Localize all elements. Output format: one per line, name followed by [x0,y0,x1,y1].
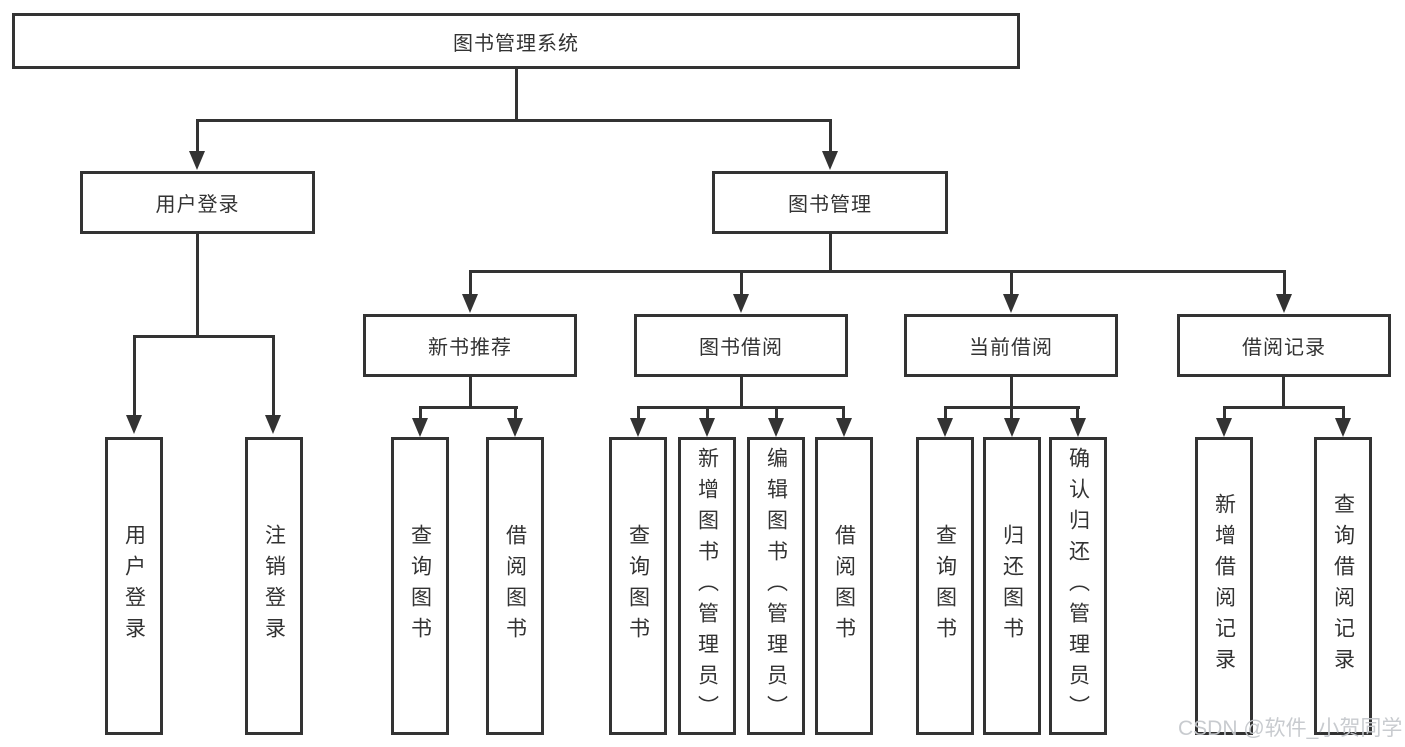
connector-level3-branch [469,270,1286,273]
leaf-records-query-borrow-record: 查询借阅记录 [1314,437,1372,735]
leaf-current-return-books: 归还图书 [983,437,1041,735]
arrow-down-icon [937,418,953,437]
connector-shaft [514,409,517,418]
arrow-down-icon [1003,294,1019,313]
connector-shaft [1010,273,1013,294]
arrow-down-icon [1216,418,1232,437]
arrow-down-icon [822,151,838,170]
leaf-user-login: 用户登录 [105,437,163,735]
leaf-current-query-books: 查询图书 [916,437,974,735]
leaf-newbooks-borrow-books: 借阅图书 [486,437,544,735]
arrow-down-icon [1004,418,1020,437]
leaf-borrowing-add-books-admin: 新增图书（管理员） [678,437,736,735]
connector-user-login-branch [133,335,275,338]
node-current-borrowing: 当前借阅 [904,314,1118,377]
connector-shaft [775,409,778,418]
connector-shaft [1076,409,1079,418]
connector-shaft [1283,273,1286,294]
connector-shaft [740,273,743,294]
arrow-down-icon [189,151,205,170]
arrow-down-icon [507,418,523,437]
node-book-borrowing: 图书借阅 [634,314,848,377]
arrow-down-icon [1276,294,1292,313]
node-book-management: 图书管理 [712,171,948,234]
connector-shaft [1010,409,1013,418]
connector-root-stem [515,69,518,121]
connector-group-stem [1010,377,1013,408]
connector-group-branch [419,406,518,409]
connector-shaft [469,273,472,294]
leaf-newbooks-query-books: 查询图书 [391,437,449,735]
leaf-logout-login: 注销登录 [245,437,303,735]
arrow-down-icon [768,418,784,437]
connector-group-stem [469,377,472,408]
arrow-down-icon [126,415,142,434]
connector-group-stem [1282,377,1285,408]
connector-shaft [272,338,275,415]
leaf-current-confirm-return-admin: 确认归还（管理员） [1049,437,1107,735]
arrow-down-icon [836,418,852,437]
arrow-down-icon [1335,418,1351,437]
connector-shaft [1223,409,1226,418]
node-new-book-recommendation: 新书推荐 [363,314,577,377]
leaf-records-add-borrow-record: 新增借阅记录 [1195,437,1253,735]
leaf-borrowing-borrow-books: 借阅图书 [815,437,873,735]
node-user-login: 用户登录 [80,171,315,234]
arrow-down-icon [733,294,749,313]
node-library-system: 图书管理系统 [12,13,1020,69]
connector-shaft [706,409,709,418]
connector-group-branch [944,406,1080,409]
leaf-borrowing-query-books: 查询图书 [609,437,667,735]
node-borrowing-records: 借阅记录 [1177,314,1391,377]
connector-user-login-stem [196,234,199,338]
connector-shaft [196,121,199,151]
connector-shaft [637,409,640,418]
connector-shaft [842,409,845,418]
connector-shaft [944,409,947,418]
connector-level1-branch [196,119,832,122]
leaf-borrowing-edit-books-admin: 编辑图书（管理员） [747,437,805,735]
connector-shaft [829,121,832,151]
connector-shaft [419,409,422,418]
connector-group-branch [1223,406,1345,409]
connector-shaft [1342,409,1345,418]
arrow-down-icon [412,418,428,437]
connector-shaft [133,338,136,415]
watermark: CSDN @软件_小贺同学 [1178,717,1403,740]
connector-group-stem [740,377,743,408]
arrow-down-icon [699,418,715,437]
arrow-down-icon [265,415,281,434]
connector-group-branch [637,406,845,409]
arrow-down-icon [462,294,478,313]
arrow-down-icon [630,418,646,437]
connector-book-management-stem [829,234,832,272]
arrow-down-icon [1070,418,1086,437]
